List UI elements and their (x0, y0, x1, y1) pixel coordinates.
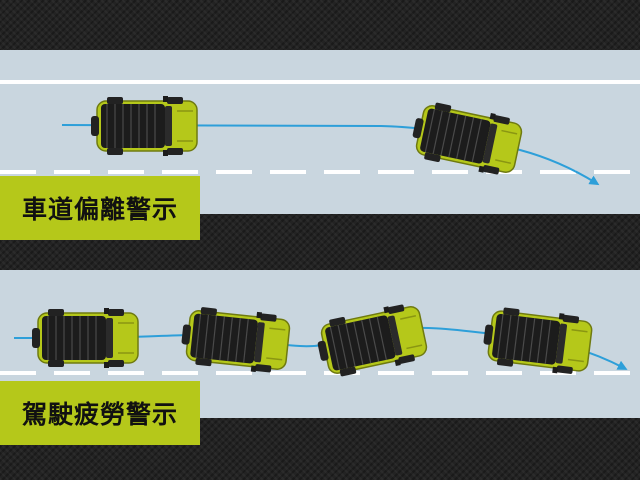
car-icon (407, 97, 525, 180)
car-icon (90, 95, 198, 157)
car-icon (178, 303, 292, 376)
car-icon (31, 307, 139, 369)
car-icon (312, 299, 430, 382)
lane-dashed-line (0, 170, 640, 174)
lane-dashed-line (0, 371, 640, 375)
car-icon (480, 303, 595, 378)
fatigue-warning-label: 駕駛疲勞警示 (0, 381, 200, 445)
lane-departure-label: 車道偏離警示 (0, 176, 200, 240)
lane-solid-line (0, 80, 640, 84)
